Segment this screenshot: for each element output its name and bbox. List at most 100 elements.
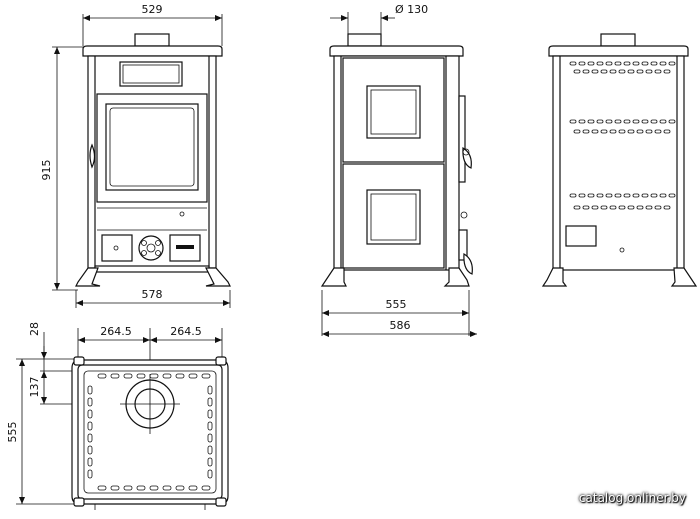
side-view: Ø 130 555 586 — [320, 3, 477, 337]
vent-slot — [663, 205, 671, 210]
slot — [97, 373, 107, 379]
vent-slot — [587, 119, 595, 124]
vent-slot — [654, 205, 662, 210]
vent-slot — [596, 193, 604, 198]
top-view: 264.5 264.5 28 137 555 — [6, 322, 229, 510]
vent-slot — [600, 69, 608, 74]
vent-slot — [582, 69, 590, 74]
vent-slot — [614, 61, 622, 66]
vent-slot — [645, 205, 653, 210]
vent-slot — [623, 193, 631, 198]
vent-slot — [663, 69, 671, 74]
vent-slot — [668, 61, 676, 66]
slot — [207, 397, 213, 407]
slot — [97, 485, 107, 491]
slot — [87, 445, 93, 455]
vent-slot — [668, 119, 676, 124]
slot — [207, 457, 213, 467]
slot — [207, 421, 213, 431]
vent-slot — [569, 61, 577, 66]
slot — [87, 409, 93, 419]
vent-slot — [645, 129, 653, 134]
slot — [162, 485, 172, 491]
vent-slot — [627, 205, 635, 210]
vent-slot — [609, 129, 617, 134]
vent-slot — [573, 205, 581, 210]
slot — [87, 397, 93, 407]
slot — [188, 485, 198, 491]
dim-front-base-width: 578 — [142, 288, 163, 301]
vent-slot — [605, 119, 613, 124]
dim-side-depth: 555 — [386, 298, 407, 311]
vent-slot — [654, 69, 662, 74]
vent-slot — [636, 129, 644, 134]
vent-slot — [582, 205, 590, 210]
vent-slot — [654, 129, 662, 134]
vent-slot — [600, 129, 608, 134]
slot — [149, 485, 159, 491]
slot — [207, 469, 213, 479]
slot — [175, 485, 185, 491]
slot — [201, 485, 211, 491]
vent-slot — [591, 129, 599, 134]
vent-slot — [623, 61, 631, 66]
slot — [207, 445, 213, 455]
dim-top-flue-offset: 137 — [28, 377, 41, 398]
vent-slot — [636, 69, 644, 74]
slot — [207, 409, 213, 419]
vent-slot — [614, 193, 622, 198]
slot — [87, 469, 93, 479]
vent-slot — [650, 193, 658, 198]
rear-view — [541, 33, 698, 287]
slot — [162, 373, 172, 379]
slot — [87, 385, 93, 395]
slot — [136, 485, 146, 491]
dim-side-total-depth: 586 — [390, 319, 411, 332]
slot — [136, 373, 146, 379]
vent-slot — [663, 129, 671, 134]
slot — [87, 421, 93, 431]
vent-slot — [632, 193, 640, 198]
slot — [123, 373, 133, 379]
slot — [123, 485, 133, 491]
vent-slot — [582, 129, 590, 134]
vent-slot — [650, 61, 658, 66]
slot — [188, 373, 198, 379]
vent-slot — [641, 119, 649, 124]
vent-slot — [645, 69, 653, 74]
slot — [175, 373, 185, 379]
vent-slot — [627, 129, 635, 134]
vent-slot — [573, 129, 581, 134]
vent-slot — [605, 61, 613, 66]
dim-flue-diameter: Ø 130 — [395, 3, 428, 16]
dim-top-half-right: 264.5 — [170, 325, 202, 338]
vent-slot — [609, 69, 617, 74]
vent-slot — [587, 193, 595, 198]
vent-slot — [659, 119, 667, 124]
vent-slot — [614, 119, 622, 124]
watermark-text: catalog.onliner.by — [578, 491, 686, 505]
vent-slot — [650, 119, 658, 124]
slot — [87, 433, 93, 443]
vent-slot — [659, 193, 667, 198]
vent-slot — [600, 205, 608, 210]
rear-vent-slots — [569, 61, 676, 210]
vent-slot — [578, 193, 586, 198]
vent-slot — [596, 61, 604, 66]
slot — [110, 373, 120, 379]
dim-top-depth: 555 — [6, 422, 19, 443]
slot — [87, 457, 93, 467]
vent-slot — [618, 69, 626, 74]
slot — [110, 485, 120, 491]
slot — [201, 373, 211, 379]
vent-slot — [605, 193, 613, 198]
vent-slot — [578, 61, 586, 66]
top-vent-slots — [87, 373, 213, 491]
slot — [207, 433, 213, 443]
vent-slot — [569, 193, 577, 198]
vent-slot — [668, 193, 676, 198]
dim-top-half-left: 264.5 — [100, 325, 132, 338]
vent-slot — [569, 119, 577, 124]
vent-slot — [636, 205, 644, 210]
